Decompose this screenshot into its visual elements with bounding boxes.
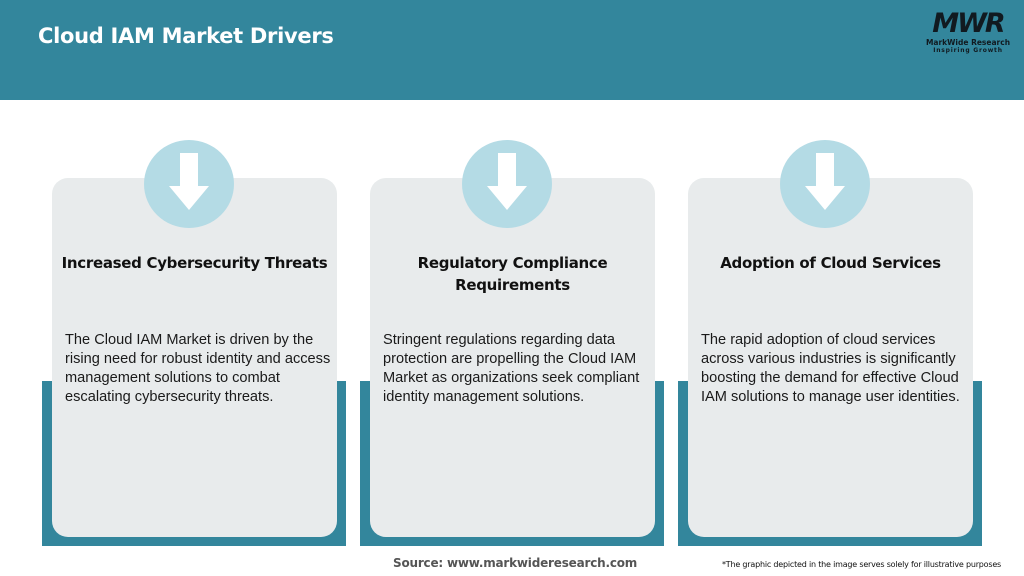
driver-panel-2: Regulatory Compliance Requirements Strin… — [360, 140, 664, 546]
logo-tagline: Inspiring Growth — [933, 47, 1003, 54]
source-link[interactable]: Source: www.markwideresearch.com — [393, 556, 638, 570]
arrow-down-icon — [144, 140, 234, 228]
driver-panel-1: Increased Cybersecurity Threats The Clou… — [42, 140, 346, 546]
logo-mark: MWR — [932, 8, 1005, 39]
header-banner: Cloud IAM Market Drivers MWR MarkWide Re… — [0, 0, 1024, 100]
driver-card — [370, 178, 655, 537]
driver-card — [52, 178, 337, 537]
driver-title: Increased Cybersecurity Threats — [61, 254, 328, 272]
driver-card — [688, 178, 973, 537]
driver-description: The rapid adoption of cloud services acr… — [701, 332, 960, 405]
page-title: Cloud IAM Market Drivers — [38, 24, 334, 48]
logo-name: MarkWide Research — [925, 38, 1011, 47]
driver-description: Stringent regulations regarding data pro… — [383, 332, 640, 405]
disclaimer-note: *The graphic depicted in the image serve… — [722, 560, 1002, 569]
markwide-logo: MWR MarkWide Research Inspiring Growth — [920, 10, 1016, 58]
arrow-down-icon — [462, 140, 552, 228]
arrow-down-icon — [780, 140, 870, 228]
driver-title: Adoption of Cloud Services — [720, 254, 941, 272]
driver-panel-3: Adoption of Cloud Services The rapid ado… — [678, 140, 982, 546]
driver-title: Regulatory Compliance Requirements — [417, 254, 608, 294]
driver-description: The Cloud IAM Market is driven by the ri… — [65, 332, 331, 405]
